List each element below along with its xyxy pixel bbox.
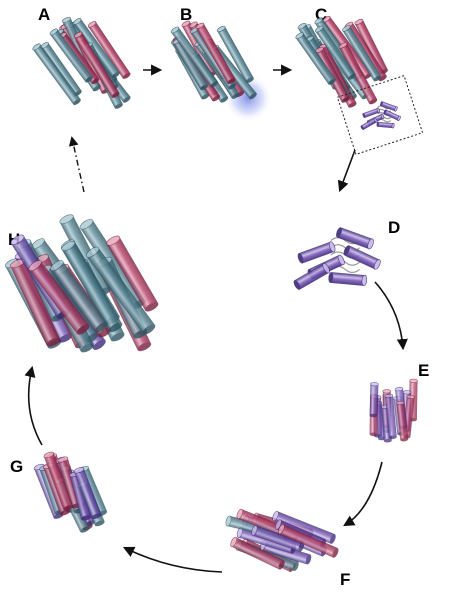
helix-cylinder — [278, 523, 339, 558]
fragment-d-icon — [293, 227, 381, 290]
bundle-h-icon — [5, 214, 159, 353]
arrow-f-to-g — [122, 546, 223, 573]
helix-cylinder — [395, 400, 409, 442]
label-d: D — [388, 218, 400, 237]
helix-cylinder — [338, 42, 378, 105]
arrow-d-to-e — [374, 281, 408, 351]
helix-cylinder — [328, 272, 368, 287]
label-g: G — [10, 457, 23, 476]
helix-cylinder — [295, 32, 336, 85]
arrow-h-to-a — [68, 136, 85, 193]
helix-cylinder — [61, 241, 123, 333]
bundle-f-icon — [225, 508, 339, 573]
helix-cylinder — [86, 246, 156, 335]
helix-cylinder — [195, 22, 236, 84]
helix-cylinder — [10, 258, 61, 347]
helix-cylinder — [380, 101, 398, 112]
helix-cylinder — [32, 43, 81, 105]
zoom-box — [336, 75, 424, 155]
bundle-a-icon — [32, 16, 131, 109]
helix-cylinder — [73, 18, 120, 79]
bundle-g-icon — [33, 451, 108, 533]
panel-f: F — [225, 508, 350, 589]
arrow-g-to-h — [24, 365, 43, 446]
label-f: F — [340, 570, 350, 589]
helix-cylinder — [336, 227, 374, 250]
helix-cylinder — [87, 21, 131, 79]
helix-cylinder — [170, 26, 219, 88]
helix-cylinder — [293, 263, 330, 290]
panel-c: C — [295, 5, 424, 155]
helix-cylinder — [73, 31, 120, 98]
fragment-c-icon — [360, 101, 401, 130]
label-b: B — [180, 5, 192, 24]
helix-cylinder — [50, 260, 108, 333]
panel-g: G — [10, 451, 108, 533]
helix-cylinder — [230, 536, 285, 570]
helix-cylinder — [315, 25, 356, 80]
helix-cylinder — [376, 121, 395, 129]
bundle-e-icon — [369, 378, 418, 443]
helix-cylinder — [343, 245, 381, 270]
label-a: A — [38, 5, 50, 24]
helix-cylinder — [383, 109, 401, 121]
panel-h: H — [5, 214, 159, 353]
helix-cylinder — [362, 107, 380, 118]
helix-cylinder — [360, 117, 378, 130]
bundle-c-icon — [295, 15, 388, 108]
helix-cylinder — [272, 510, 336, 544]
helix-cylinder — [216, 25, 254, 83]
helix-cylinder — [28, 260, 90, 335]
helix-cylinder — [73, 467, 102, 520]
arrow-c-to-d — [337, 149, 356, 193]
arrow-e-to-f — [343, 461, 383, 527]
helix-cylinder — [49, 28, 93, 83]
helix-cylinder — [43, 451, 74, 511]
helix-cylinder — [342, 25, 382, 82]
helix-cylinder — [106, 235, 159, 312]
panel-e: E — [369, 361, 429, 443]
panel-b: B — [170, 5, 272, 122]
helix-cylinder — [369, 382, 379, 418]
helix-cylinder — [297, 241, 336, 264]
helix-cylinder — [384, 393, 397, 440]
panel-a: A — [32, 5, 131, 109]
label-e: E — [418, 361, 429, 380]
panel-d: D — [293, 218, 400, 290]
bundle-b-icon — [170, 20, 257, 103]
